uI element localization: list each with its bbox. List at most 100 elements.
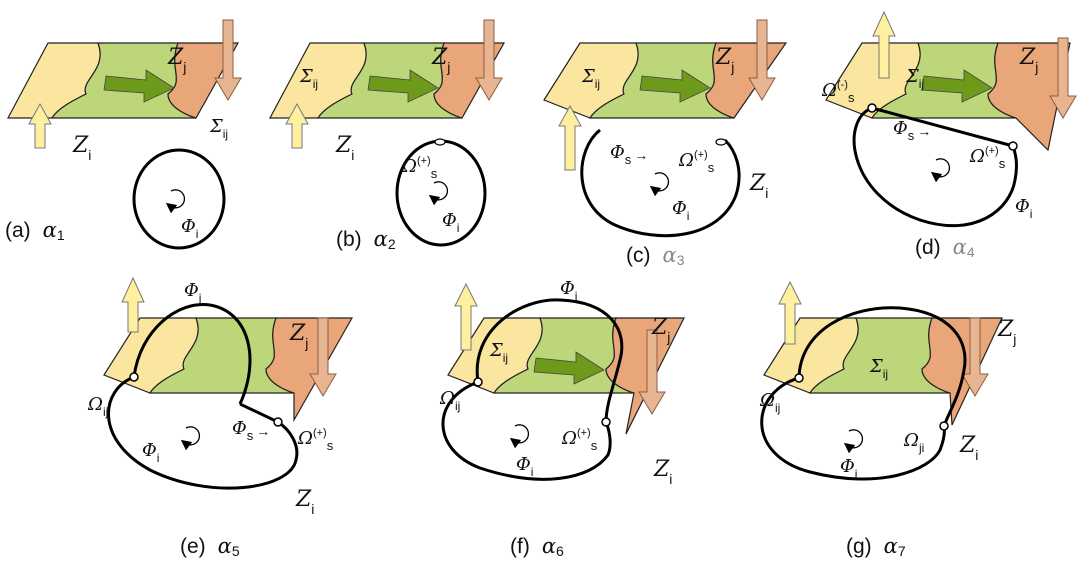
panel-c: Zj Σij Φs→ Ω(+)s Zi Φi (c)α3	[543, 19, 788, 268]
down-arrow-f	[638, 329, 666, 415]
omega-ji-point-g	[939, 421, 949, 431]
label-phi-s-c: Φs→	[610, 142, 648, 167]
label-zj-d: Zj	[1019, 45, 1038, 75]
phi-i-curve-d	[852, 106, 1018, 228]
omega-ij-point-g	[794, 373, 804, 383]
phi-i-curve-f	[441, 380, 612, 481]
label-omega-s-f: Ω(+)s	[561, 427, 598, 453]
label-omega-c: Ω(+)s	[678, 149, 715, 175]
label-phi-j-e: Φj	[184, 280, 201, 305]
omega-minus-point-d	[867, 103, 877, 113]
down-arrow-d	[1049, 37, 1077, 119]
rotation-icon-g	[843, 429, 864, 454]
label-sigma-f: Σij	[489, 340, 508, 365]
down-arrow-e	[309, 317, 337, 397]
caption-d: (d)α4	[915, 235, 975, 260]
flow-arrow-a	[103, 69, 175, 103]
label-phi-i-a: Φi	[181, 216, 198, 241]
panel-g: Zj Σij Ωij Ωji Φi Zi (g)α7	[759, 280, 1016, 559]
up-arrow-f	[454, 282, 478, 351]
label-omega-ij-f: Ωij	[439, 388, 460, 413]
panel-d: Zj Σij Ω(-)s Φs→ Ω(+)s Φi (d)α4	[821, 10, 1077, 260]
region-zj-e	[265, 317, 354, 423]
omega-point-b	[434, 138, 446, 146]
label-phi-s-d: Φs→	[893, 118, 931, 143]
label-zi-c: Zi	[749, 171, 768, 201]
label-phi-j-f: Φj	[560, 278, 577, 303]
region-zj-g	[921, 317, 1003, 426]
label-phi-i-g: Φi	[840, 456, 857, 481]
rotation-icon-c	[649, 172, 670, 197]
label-zj-g: Zj	[997, 317, 1016, 347]
panel-a: Zj Zi Σij Φi (a)α1	[5, 19, 242, 250]
label-phi-s-e: Φs→	[232, 418, 270, 443]
up-arrow-b	[285, 102, 309, 149]
label-omega-ji-g: Ωji	[903, 430, 924, 455]
label-phi-i-d: Φi	[1015, 196, 1032, 221]
region-zj-d	[987, 42, 1071, 152]
region-zj-a	[167, 42, 240, 119]
caption-a: (a)α1	[5, 218, 65, 243]
label-sigma-g: Σij	[869, 356, 888, 381]
flow-arrow-b	[367, 69, 439, 103]
caption-g: (g)α7	[846, 534, 906, 559]
down-arrow-a	[214, 19, 242, 101]
caption-f: (f)α6	[510, 534, 564, 559]
label-phi-i-f: Φi	[516, 454, 533, 479]
flow-arrow-d	[921, 69, 993, 103]
label-zi-f: Zi	[653, 457, 672, 487]
label-zj-b: Zj	[431, 45, 450, 75]
omega-plus-point-d	[1008, 141, 1018, 151]
phi-s-boundary-e	[239, 402, 279, 424]
label-sigma-d: Σij	[905, 66, 924, 91]
omega-ij-point-e	[129, 372, 139, 382]
up-arrow-a	[28, 102, 52, 149]
label-sigma-b: Σij	[299, 66, 318, 91]
label-zi-b: Zi	[335, 133, 354, 163]
label-phi-i-e: Φi	[142, 440, 159, 465]
label-phi-i-b: Φi	[442, 210, 459, 235]
panel-b: Zj Zi Σij Ω(+)s Φi (b)α2	[269, 19, 506, 252]
label-zj-f: Zj	[651, 315, 670, 345]
region-zj-f	[605, 317, 685, 435]
label-zi-a: Zi	[72, 133, 91, 163]
rotation-icon-f	[509, 424, 530, 449]
label-zj-a: Zj	[167, 45, 186, 75]
omega-s-point-f	[601, 417, 611, 427]
label-zi-g: Zi	[959, 433, 978, 463]
panel-f: Φj Zj Σij Ωij Ω(+)s Φi Zi (f)α6	[439, 278, 685, 559]
phi-j-curve-f	[475, 298, 624, 423]
phi-i-curve-e	[107, 375, 299, 490]
flow-arrow-c	[639, 69, 711, 103]
phi-s-boundary-d	[871, 106, 1014, 148]
phi-i-curve-a	[132, 148, 226, 250]
label-omega-b: Ω(+)s	[401, 155, 438, 181]
label-omega-minus-d: Ω(-)s	[821, 79, 855, 105]
caption-b: (b)α2	[336, 227, 396, 252]
label-zi-e: Zi	[295, 487, 314, 517]
phi-j-curve-e	[132, 302, 252, 405]
label-sigma-c: Σij	[581, 66, 600, 91]
phi-j-curve-g	[797, 306, 967, 427]
caption-c: (c)α3	[626, 243, 685, 268]
omega-s-point-e	[273, 417, 283, 427]
up-arrow-g	[778, 280, 802, 345]
omega-ij-point-f	[473, 377, 483, 387]
flow-arrow-f	[533, 351, 605, 385]
up-arrow-e	[121, 276, 145, 333]
omega-point-c	[715, 138, 727, 146]
strip-a	[7, 42, 240, 119]
label-omega-ij-e: Ωij	[87, 394, 108, 419]
up-arrow-c	[558, 104, 582, 171]
down-arrow-b	[475, 19, 503, 101]
label-omega-s-e: Ω(+)s	[297, 427, 334, 453]
caption-e: (e)α5	[180, 534, 240, 559]
label-omega-plus-d: Ω(+)s	[969, 145, 1006, 171]
up-arrow-d	[872, 10, 896, 79]
label-phi-i-c: Φi	[672, 198, 689, 223]
rotation-icon-a	[165, 189, 186, 214]
label-zj-c: Zj	[715, 45, 734, 75]
panel-e: Φj Zj Ωij Φs→ Ω(+)s Φi Zi (e)α5	[87, 276, 354, 559]
